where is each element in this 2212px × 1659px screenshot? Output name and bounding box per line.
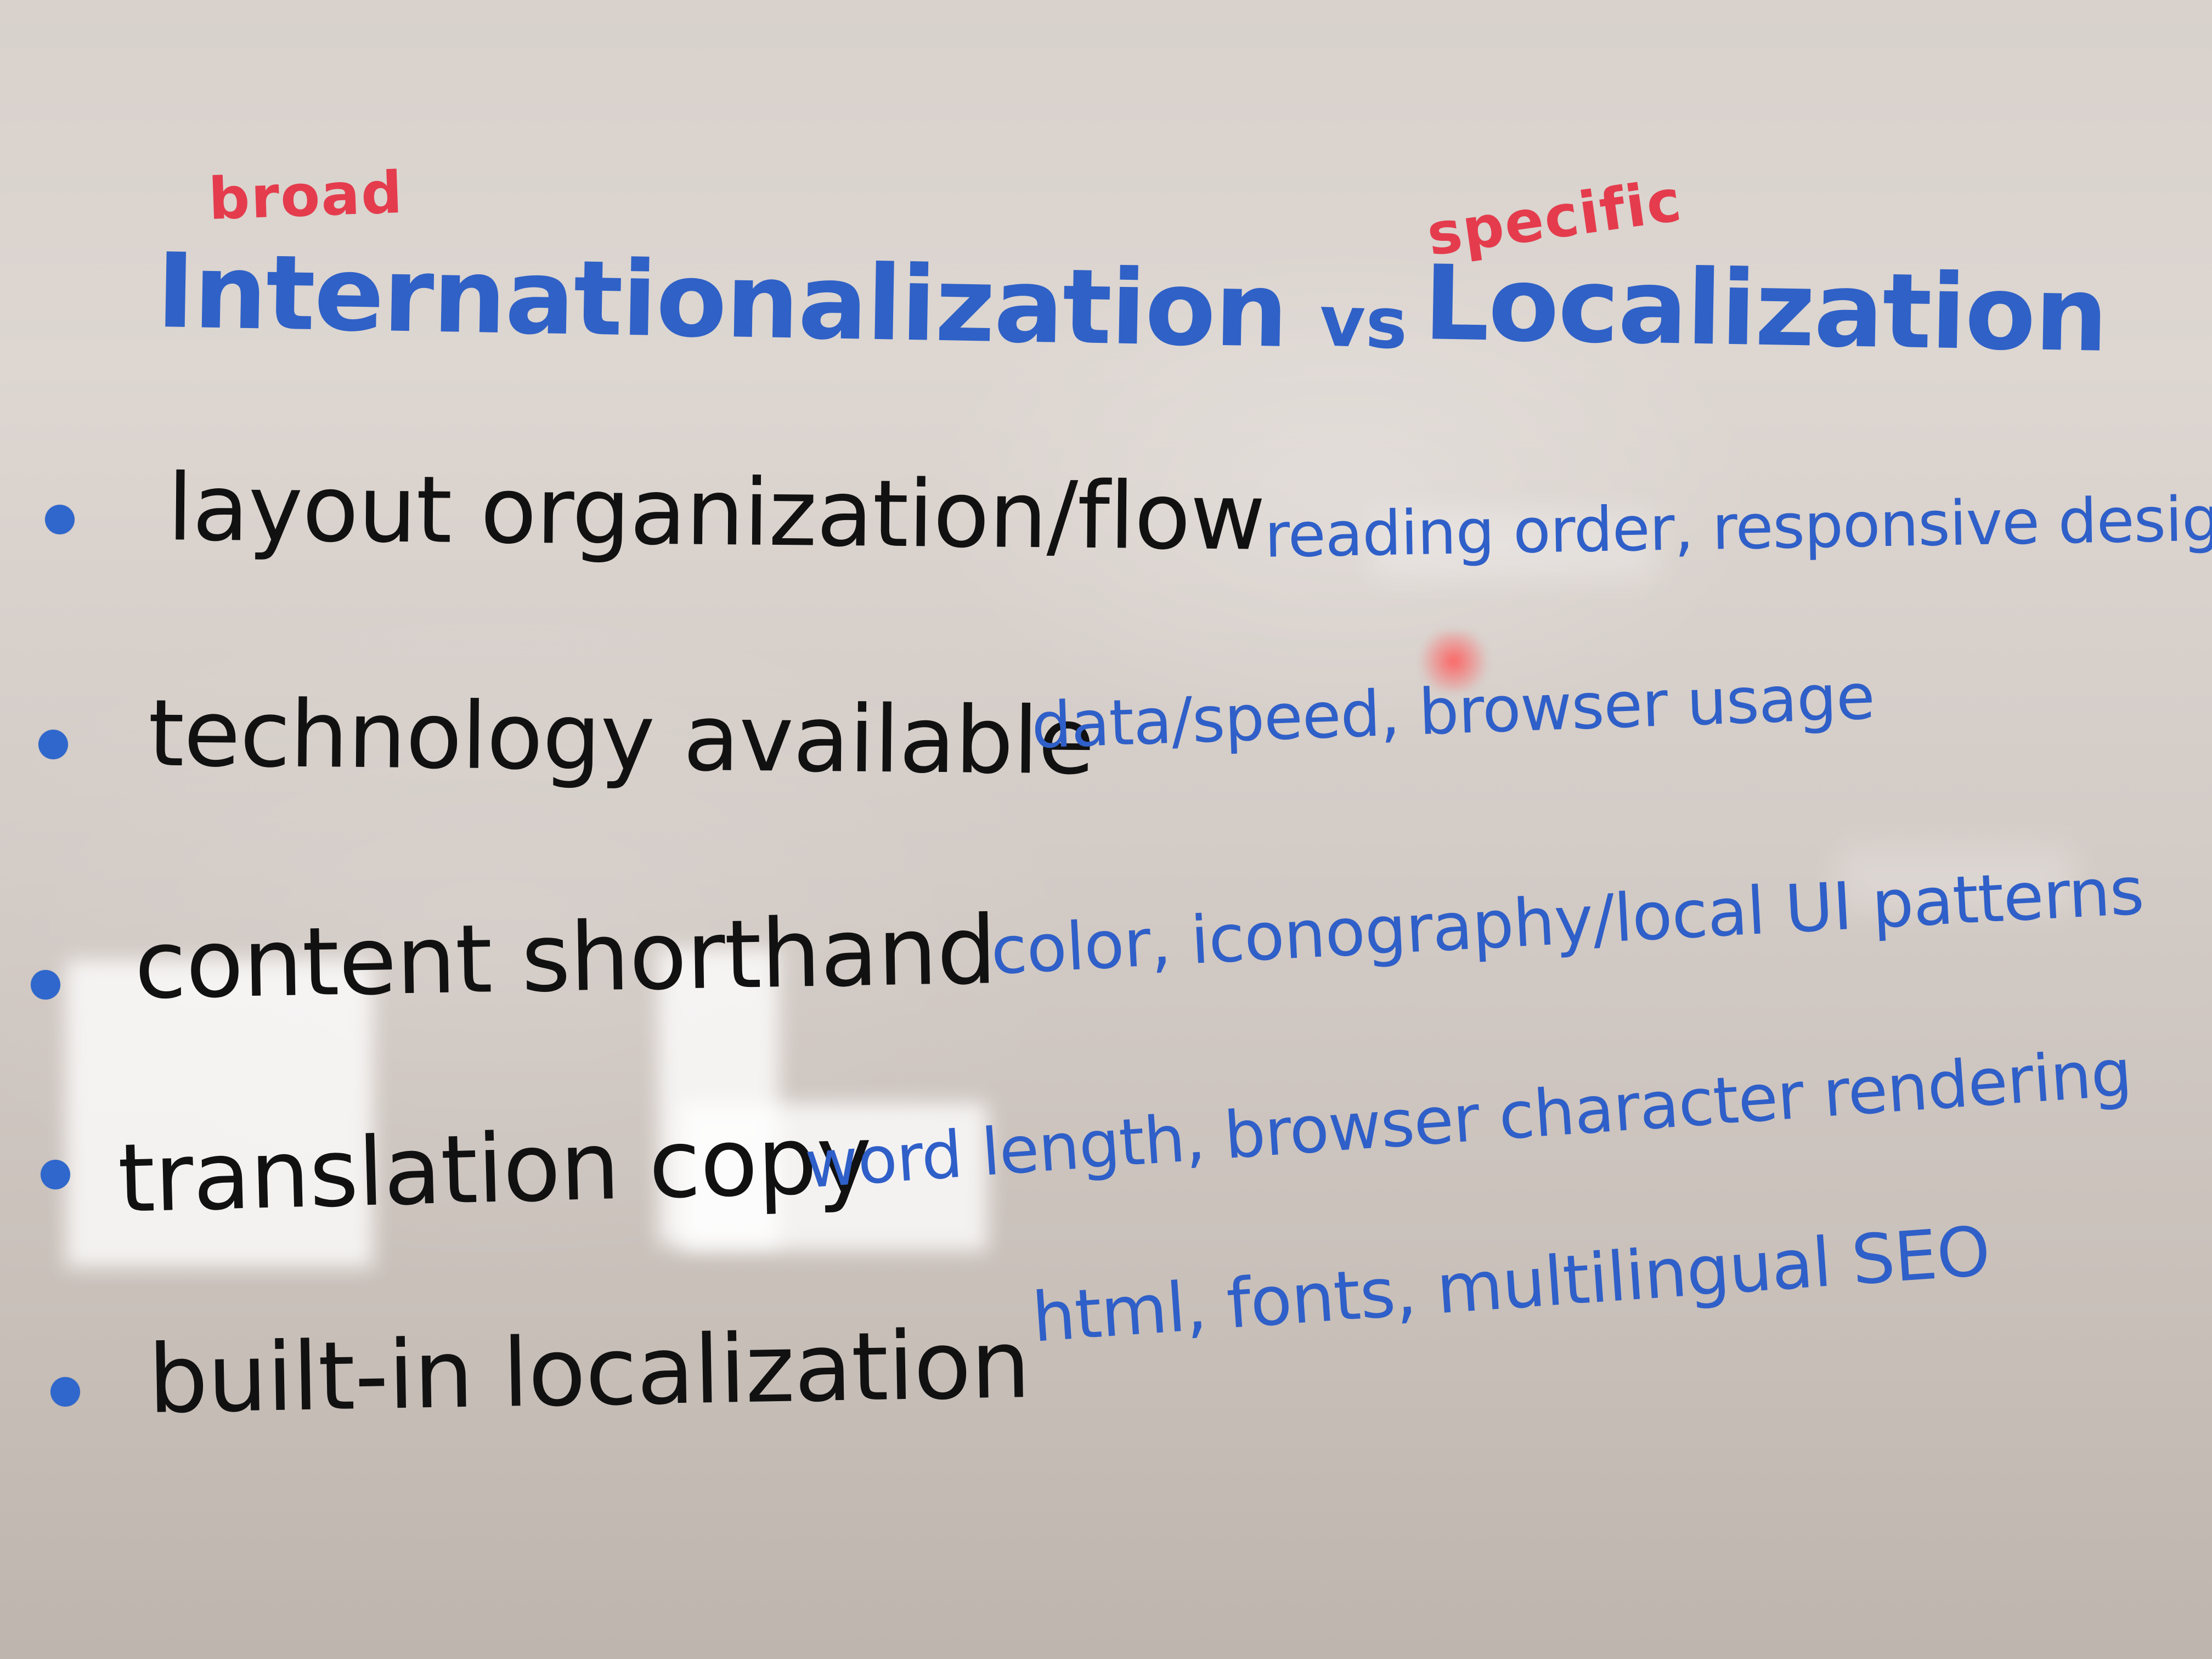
item-2-main-text: technology available <box>148 679 1095 795</box>
bullet-icon <box>41 1160 70 1189</box>
window-glare-lower <box>680 1103 988 1251</box>
bullet-icon <box>45 505 75 534</box>
bullet-icon <box>38 730 68 759</box>
item-3-main-text: content shorthand <box>133 895 997 1020</box>
light-glare-top <box>1372 510 1657 582</box>
broad-annotation: broad <box>207 159 405 233</box>
red-light-reflection <box>1415 631 1492 691</box>
item-2-detail-text: data/speed, browser usage <box>1030 660 1876 763</box>
bullet-icon <box>50 1377 80 1407</box>
heading-vs: vs <box>1318 280 1410 365</box>
light-glare-right <box>1838 845 2074 911</box>
item-4-detail-text: word length, browser character rendering <box>803 1034 2134 1203</box>
item-5-main-text: built-in localization <box>147 1308 1031 1435</box>
bullet-icon <box>31 970 60 1000</box>
heading-internationalization: Internationalization <box>155 231 1288 371</box>
heading-localization: Localization <box>1423 243 2108 375</box>
item-1-main-text: layout organization/flow <box>167 454 1266 571</box>
item-5-detail-text: html, fonts, multilingual SEO <box>1030 1212 1993 1358</box>
item-3-detail-text: color, iconography/local UI patterns <box>989 853 2146 990</box>
item-1-detail-text: reading order, responsive design <box>1264 483 2212 572</box>
window-glare-left <box>66 960 373 1267</box>
item-4-main-text: translation copy <box>116 1104 873 1234</box>
